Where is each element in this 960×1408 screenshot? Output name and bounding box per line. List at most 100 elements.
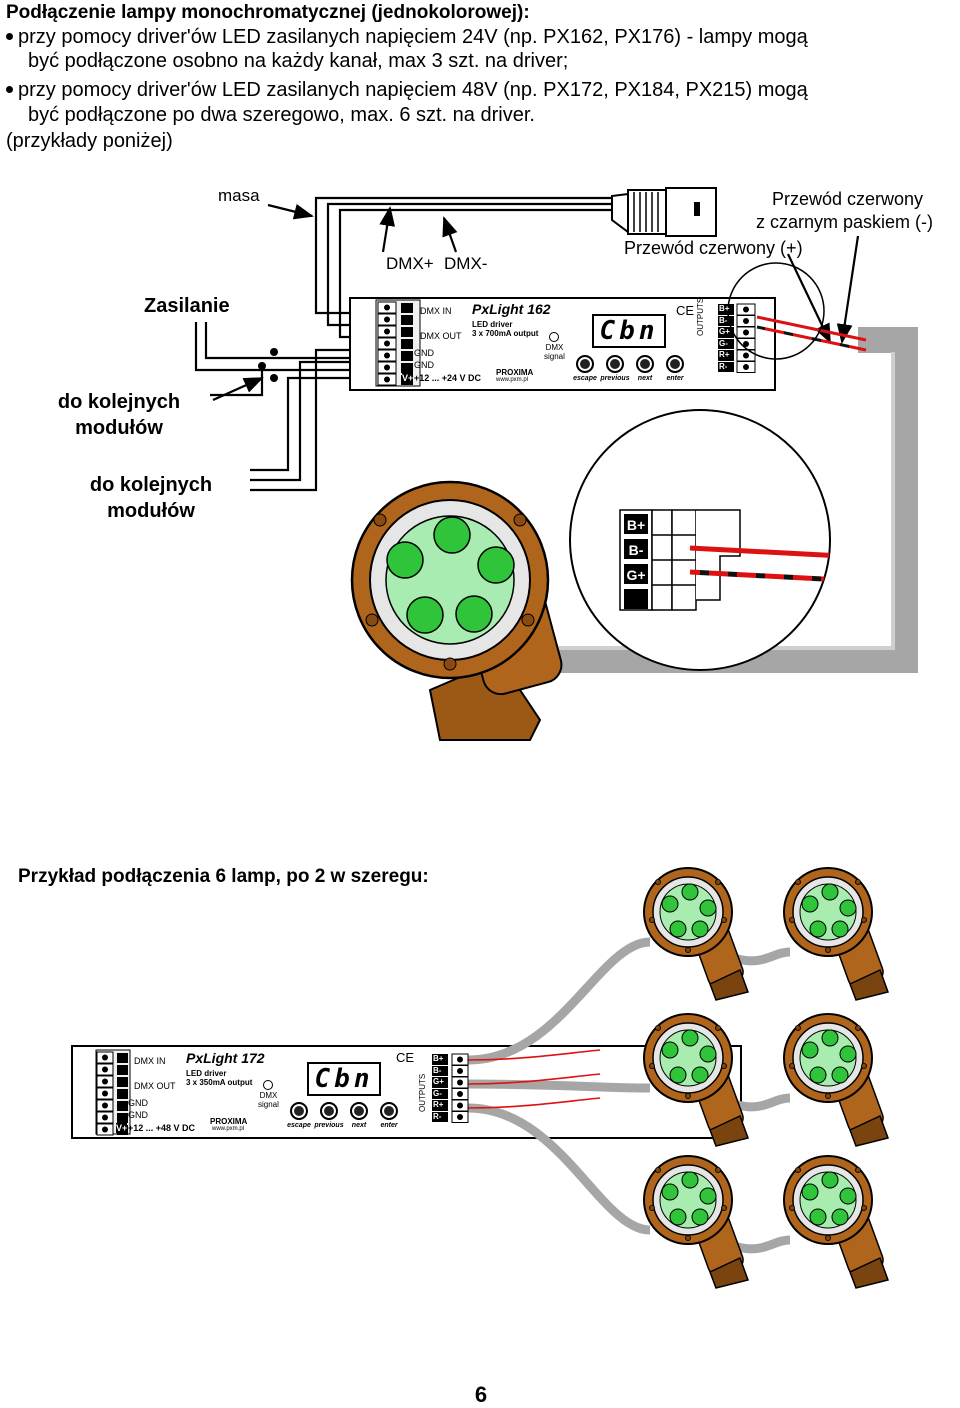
led — [691, 1066, 709, 1084]
d1-dmx-signal-led — [549, 332, 560, 342]
d2-dmx-signal-1: DMX — [259, 1091, 278, 1100]
d1-terminal-marker — [401, 327, 413, 337]
d2-output-terminals: B+B-G+G-R+R- — [432, 1054, 448, 1123]
led — [681, 1171, 699, 1189]
enter-button-knob — [380, 1102, 398, 1120]
led — [691, 1208, 709, 1226]
led — [831, 920, 849, 938]
led — [661, 895, 679, 913]
d1-dmx-in: DMX IN — [420, 306, 452, 316]
led — [831, 1208, 849, 1226]
label-next-2-line-1: do kolejnych — [89, 474, 213, 496]
led — [669, 920, 687, 938]
d2-outputs: OUTPUTS — [418, 1073, 427, 1112]
output-terminal-gplus: G+ — [718, 327, 734, 338]
d2-dmx-signal-led — [263, 1080, 274, 1090]
dmx-connector — [611, 187, 717, 237]
label-power: Zasilanie — [144, 295, 230, 317]
led — [699, 899, 717, 917]
label-next-2-line-2: modułów — [107, 500, 195, 522]
d2-voltage: +12 ... +48 V DC — [128, 1123, 196, 1133]
d1-display: Cbn — [592, 314, 666, 348]
led — [809, 1208, 827, 1226]
next-button-label: next — [351, 1122, 367, 1129]
output-terminal-rplus: R+ — [432, 1100, 448, 1111]
lamp-small — [643, 867, 749, 1001]
d2-display: Cbn — [307, 1062, 381, 1096]
d2-terminal-marker — [117, 1101, 128, 1111]
output-terminal-bminus: B- — [718, 315, 734, 326]
escape-button[interactable]: escape — [570, 355, 600, 382]
led — [839, 1045, 857, 1063]
d1-brand: PROXIMA — [496, 368, 534, 377]
d1-terminal-marker — [401, 303, 413, 313]
enter-button[interactable]: enter — [660, 355, 690, 382]
d2-terminal-marker — [117, 1089, 128, 1099]
zoom-terminal-b-minus: B- — [629, 542, 644, 558]
led — [839, 899, 857, 917]
output-terminal-bminus: B- — [432, 1065, 448, 1076]
previous-button[interactable]: previous — [600, 355, 630, 382]
bullet-2-line-1: przy pomocy driver'ów LED zasilanych nap… — [6, 79, 808, 102]
d1-output-terminals: B+B-G+G-R+R- — [718, 304, 734, 373]
led — [821, 883, 839, 901]
d2-gnd-1: GND — [128, 1098, 148, 1108]
output-wire-red — [467, 1073, 601, 1085]
next-button[interactable]: next — [630, 355, 660, 382]
d1-type: LED driver — [472, 320, 513, 329]
output-terminal-gminus: G- — [432, 1088, 448, 1099]
led — [669, 1208, 687, 1226]
next-button-knob — [636, 355, 654, 373]
d2-brand: PROXIMA — [210, 1117, 248, 1126]
enter-button-knob — [666, 355, 684, 373]
led — [821, 1029, 839, 1047]
escape-button-label: escape — [573, 375, 597, 382]
output-terminal-rminus: R- — [718, 361, 734, 372]
d2-output: 3 x 350mA output — [186, 1078, 253, 1087]
led — [669, 1066, 687, 1084]
next-button-knob — [350, 1102, 368, 1120]
label-red-wire: Przewód czerwony (+) — [624, 238, 803, 258]
output-terminal-rminus: R- — [432, 1111, 448, 1122]
d1-terminal-marker — [401, 339, 413, 349]
d2-model: PxLight 172 — [186, 1050, 265, 1066]
enter-button[interactable]: enter — [374, 1102, 404, 1129]
output-wires — [756, 315, 867, 352]
led — [801, 1041, 819, 1059]
bullet-dot — [6, 86, 13, 94]
escape-button[interactable]: escape — [284, 1102, 314, 1129]
d1-voltage: +12 ... +24 V DC — [414, 373, 482, 383]
d2-dmx-in: DMX IN — [134, 1056, 166, 1066]
terminal-zoom-detail: B+ B- G+ — [569, 409, 831, 671]
output-wire-red — [467, 1097, 601, 1109]
label-next-modules-2: do kolejnych modułów — [82, 472, 220, 524]
d1-terminal-marker — [401, 363, 413, 373]
output-terminal-gplus: G+ — [432, 1077, 448, 1088]
d1-ce-mark: CE — [676, 303, 695, 318]
label-next-modules-1: do kolejnych modułów — [50, 389, 188, 441]
previous-button-label: previous — [600, 375, 630, 382]
power-wires — [194, 322, 350, 492]
led — [801, 895, 819, 913]
led — [839, 1187, 857, 1205]
d2-terminal-marker — [117, 1065, 128, 1075]
label-dmx-minus: DMX- — [444, 254, 488, 273]
next-button[interactable]: next — [344, 1102, 374, 1129]
zoom-terminal-b-plus: B+ — [627, 517, 645, 533]
zoom-terminal-g-plus: G+ — [626, 567, 645, 583]
d1-gnd-1: GND — [414, 348, 434, 358]
previous-button[interactable]: previous — [314, 1102, 344, 1129]
lamp-large — [350, 480, 563, 741]
d1-model: PxLight 162 — [472, 301, 551, 317]
d2-vplus: V+ — [116, 1123, 128, 1133]
page-number: 6 — [475, 1382, 487, 1407]
d1-url: www.pxm.pl — [496, 377, 529, 383]
d1-output: 3 x 700mA output — [472, 329, 539, 338]
d2-terminal-marker — [117, 1113, 128, 1123]
enter-button-label: enter — [380, 1122, 398, 1129]
d1-gnd-2: GND — [414, 360, 434, 370]
bullet-2-line-2: być podłączone po dwa szeregowo, max. 6 … — [28, 104, 535, 126]
lamp-cable — [467, 1103, 651, 1235]
bullet-1-text: przy pomocy driver'ów LED zasilanych nap… — [18, 26, 808, 48]
